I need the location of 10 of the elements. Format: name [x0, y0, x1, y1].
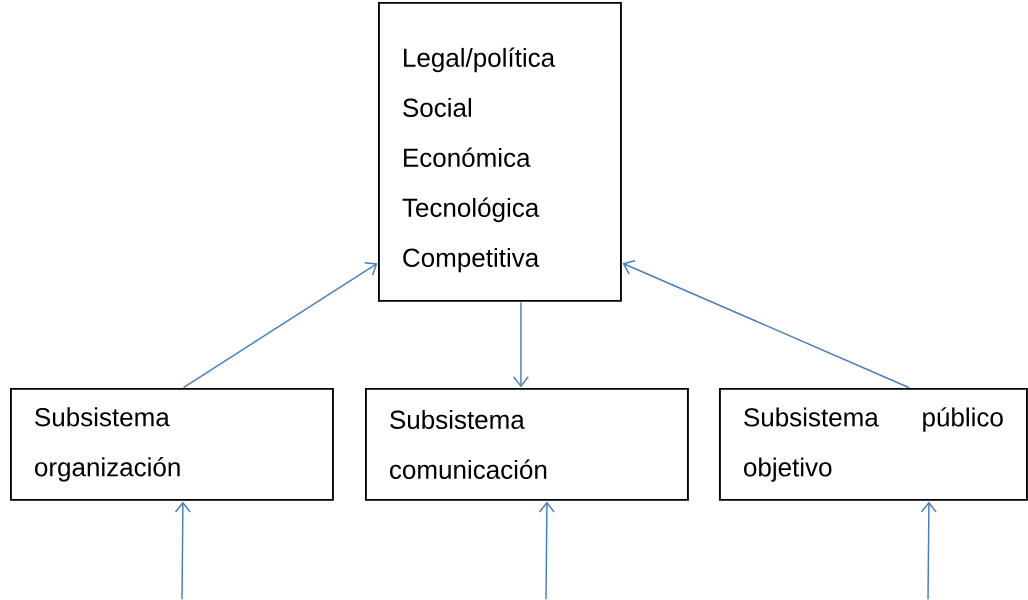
arrow: [182, 262, 378, 389]
text-box: Subsistema público objetivo: [719, 388, 1028, 501]
arrow: [538, 501, 555, 600]
arrow: [622, 259, 911, 389]
text-box: Subsistema comunicación: [365, 388, 689, 501]
arrow: [512, 301, 529, 388]
arrow: [920, 501, 937, 600]
arrow: [174, 501, 191, 600]
text-box: Legal/política Social Económica Tecnológica Competitiva: [378, 2, 622, 302]
text-box: Subsistema organización: [10, 388, 334, 501]
